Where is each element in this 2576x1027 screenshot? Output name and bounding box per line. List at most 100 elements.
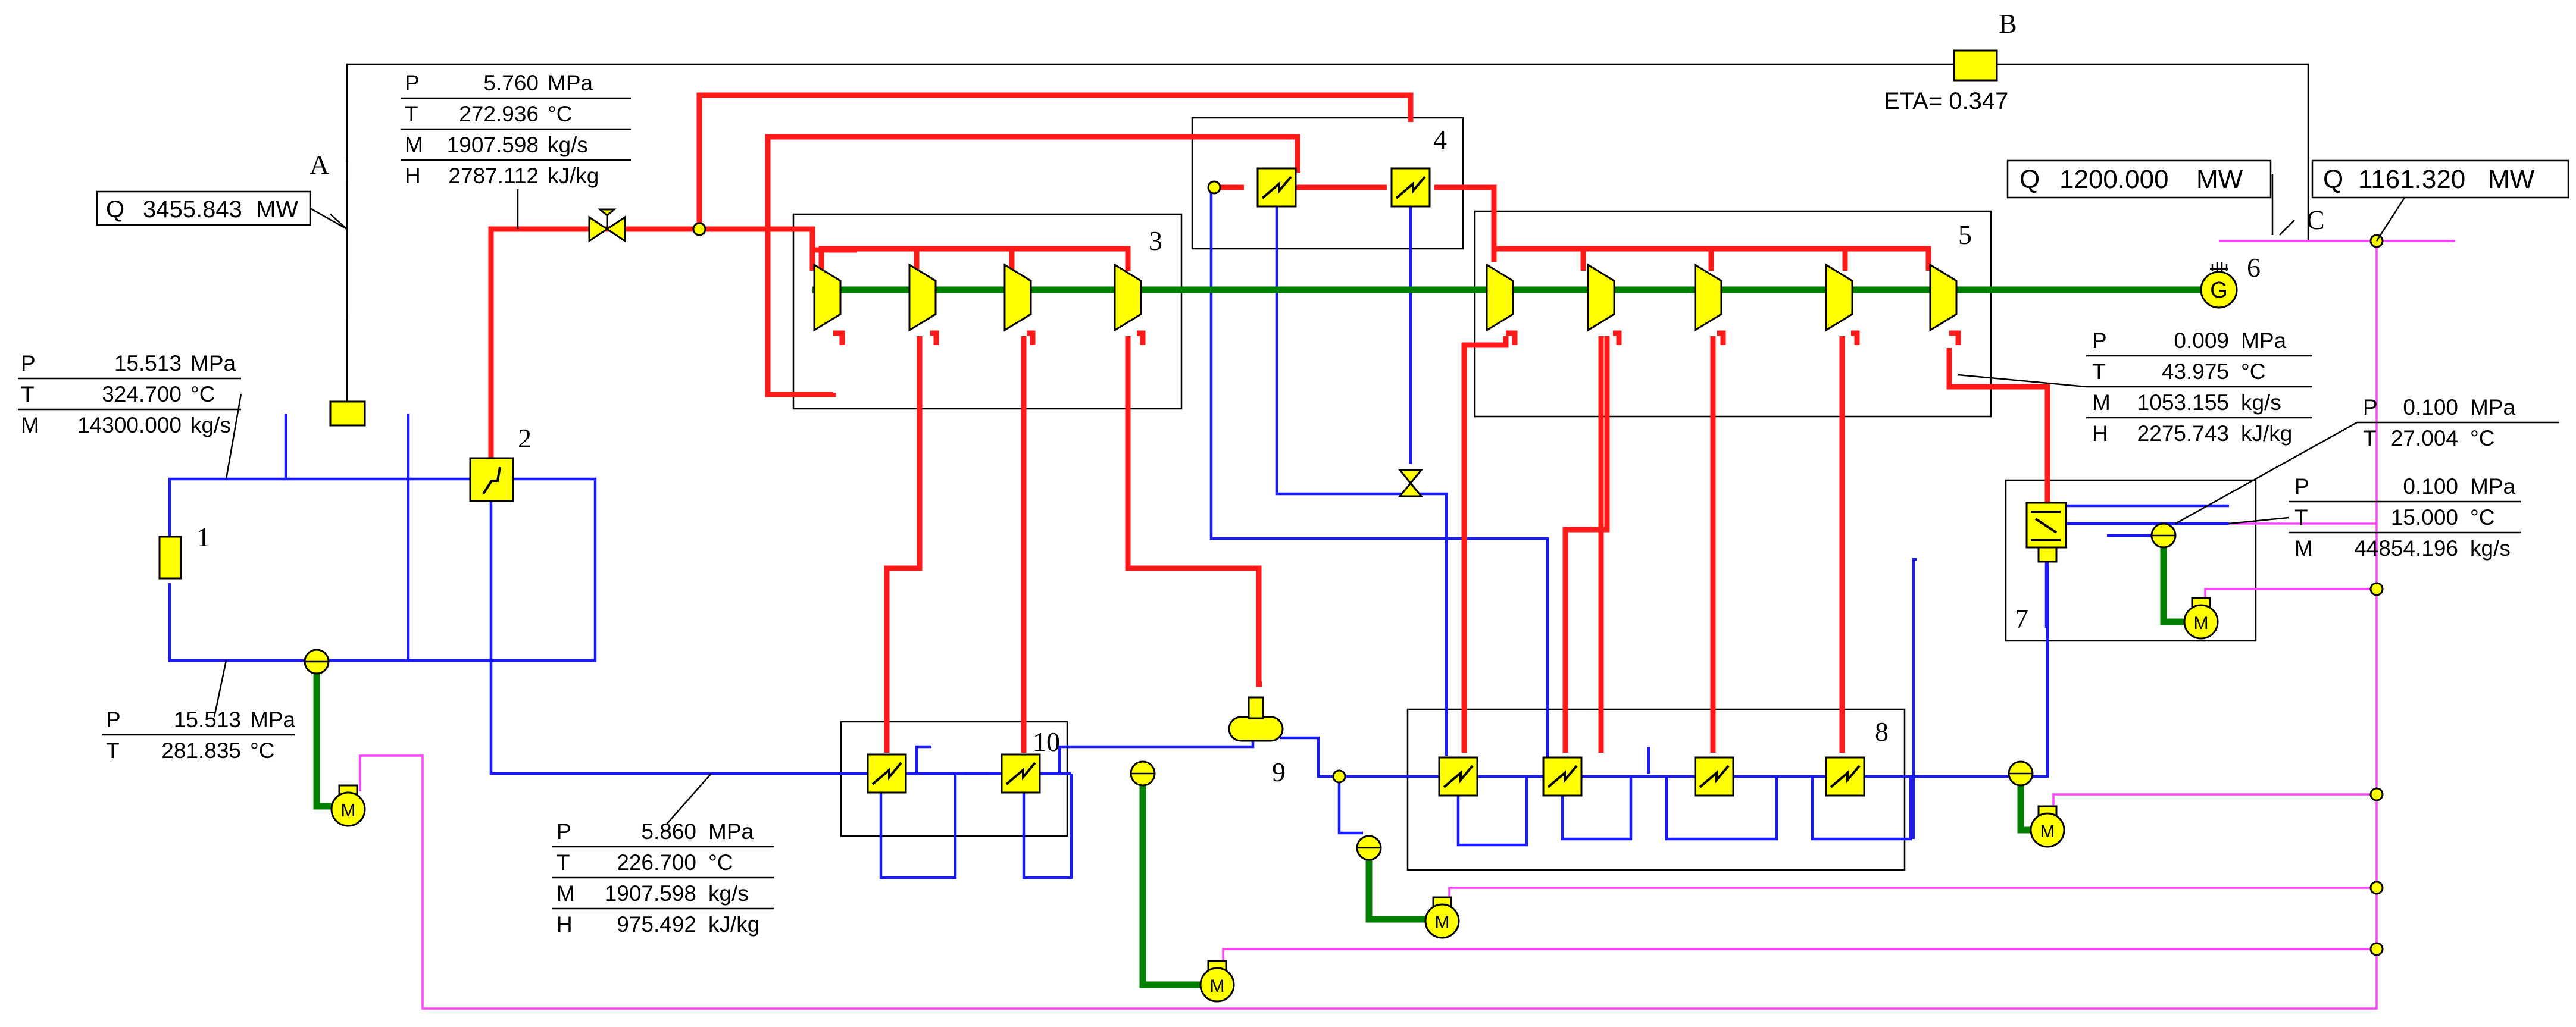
component-number-9: 9 <box>1272 757 1286 787</box>
svg-text:kJ/kg: kJ/kg <box>548 164 599 188</box>
svg-text:°C: °C <box>2470 426 2495 450</box>
hp-turbine-stage-2 <box>908 264 937 331</box>
svg-text:44854.196: 44854.196 <box>2354 536 2458 561</box>
svg-text:5.760: 5.760 <box>483 71 539 95</box>
svg-text:°C: °C <box>708 850 733 875</box>
bus-node <box>2369 582 2384 596</box>
svg-text:kg/s: kg/s <box>2241 390 2281 415</box>
reheat-junction <box>1207 180 1221 195</box>
svg-text:Q: Q <box>106 196 124 223</box>
booster-pump <box>1356 835 1382 861</box>
svg-text:P: P <box>21 351 36 375</box>
net-power-box: Q 1161.320 MW <box>2311 159 2569 242</box>
gross-power-box: Q 1200.000 MW <box>2006 159 2272 199</box>
svg-text:°C: °C <box>190 382 215 406</box>
component-number-3: 3 <box>1149 226 1162 256</box>
svg-text:T: T <box>2363 426 2377 450</box>
svg-text:0.100: 0.100 <box>2403 474 2458 499</box>
svg-text:H: H <box>2092 421 2108 446</box>
feedwater-pump <box>1130 760 1156 787</box>
reactor-coolant-pump <box>304 649 330 675</box>
svg-text:281.835: 281.835 <box>161 738 241 763</box>
svg-text:272.936: 272.936 <box>459 102 539 126</box>
svg-text:T: T <box>2092 359 2106 384</box>
hp-heater-1 <box>867 753 907 794</box>
svg-text:975.492: 975.492 <box>617 912 696 937</box>
svg-text:15.000: 15.000 <box>2391 505 2458 530</box>
svg-text:P: P <box>106 707 121 732</box>
table-primary-cold: P 15.513 MPa T 281.835 °C <box>102 660 296 763</box>
lp-heater-3 <box>1694 756 1734 797</box>
component-numbers: 1 2 3 4 5 6 7 8 9 10 <box>196 124 2261 787</box>
svg-text:0.009: 0.009 <box>2174 328 2229 353</box>
svg-text:M: M <box>2294 536 2313 561</box>
lp-heater-1 <box>1438 756 1478 797</box>
svg-text:P: P <box>405 71 420 95</box>
svg-text:226.700: 226.700 <box>617 850 696 875</box>
svg-text:kg/s: kg/s <box>708 881 749 906</box>
efficiency-label: ETA= 0.347 <box>1884 88 2008 114</box>
svg-text:P: P <box>2092 328 2107 353</box>
lp-turbine-stage-5 <box>1929 264 1958 331</box>
reheater-exchanger-2 <box>1390 167 1431 208</box>
svg-text:M: M <box>557 881 575 906</box>
svg-text:°C: °C <box>548 102 573 126</box>
svg-text:43.975: 43.975 <box>2162 359 2229 384</box>
motor-label: M <box>2194 613 2209 633</box>
lp-heater-4 <box>1825 756 1865 797</box>
cooling-water-pump <box>2150 522 2177 549</box>
component-number-2: 2 <box>518 423 532 453</box>
svg-text:MPa: MPa <box>190 351 236 375</box>
feed-junction <box>1332 769 1346 784</box>
motor-label: M <box>1435 913 1450 932</box>
svg-text:1200.000: 1200.000 <box>2059 165 2169 194</box>
svg-text:°C: °C <box>2470 505 2495 530</box>
svg-text:P: P <box>2294 474 2309 499</box>
table-exhaust: P 0.009 MPa T 43.975 °C M 1053.155 kg/s … <box>1958 328 2312 446</box>
hp-turbine-stage-1 <box>813 264 842 331</box>
steam-generator <box>469 457 514 502</box>
svg-text:P: P <box>2363 395 2378 419</box>
svg-text:2787.112: 2787.112 <box>448 164 539 188</box>
svg-text:kg/s: kg/s <box>190 413 231 437</box>
bus-node <box>2369 942 2384 956</box>
power-lines <box>359 240 2455 1010</box>
svg-text:MPa: MPa <box>2470 395 2516 419</box>
svg-text:MPa: MPa <box>2241 328 2287 353</box>
reactor-core <box>158 536 182 580</box>
svg-text:MPa: MPa <box>548 71 593 95</box>
table-feedwater: P 5.860 MPa T 226.700 °C M 1907.598 kg/s… <box>552 773 774 937</box>
svg-text:MPa: MPa <box>2470 474 2516 499</box>
generator: G <box>2200 262 2238 309</box>
bus-node <box>2369 787 2384 801</box>
primary-loop <box>168 414 1071 775</box>
table-cooling-out: P 0.100 MPa T 27.004 °C <box>2175 395 2559 525</box>
svg-text:15.513: 15.513 <box>114 351 182 375</box>
svg-text:324.700: 324.700 <box>102 382 182 406</box>
table-cooling-in: P 0.100 MPa T 15.000 °C M 44854.196 kg/s <box>2228 474 2521 561</box>
svg-text:Q: Q <box>2019 165 2040 194</box>
reheater-group <box>1191 117 1464 250</box>
svg-text:1161.320: 1161.320 <box>2358 165 2465 194</box>
condensate-pump <box>2008 760 2034 787</box>
svg-text:MW: MW <box>2488 165 2535 194</box>
hp-turbine-stage-4 <box>1114 264 1142 331</box>
svg-text:MPa: MPa <box>708 819 754 844</box>
lp-turbine-group <box>1474 210 1992 418</box>
table-primary-hot: P 15.513 MPa T 324.700 °C M 14300.000 kg… <box>18 351 242 480</box>
svg-text:0.100: 0.100 <box>2403 395 2458 419</box>
svg-text:kJ/kg: kJ/kg <box>708 912 759 937</box>
svg-text:Q: Q <box>2323 165 2343 194</box>
motor-label: M <box>2040 822 2055 841</box>
lp-heater-group <box>1406 708 1906 871</box>
svg-text:14300.000: 14300.000 <box>77 413 182 437</box>
svg-text:°C: °C <box>250 738 275 763</box>
svg-text:M: M <box>405 133 423 157</box>
svg-text:H: H <box>405 164 421 188</box>
component-number-5: 5 <box>1958 220 1972 250</box>
steam-lines <box>488 92 2050 753</box>
lp-turbine-stage-2 <box>1587 264 1615 331</box>
component-number-4: 4 <box>1433 124 1447 155</box>
table-main-steam: P 5.760 MPa T 272.936 °C M 1907.598 kg/s… <box>401 71 631 229</box>
